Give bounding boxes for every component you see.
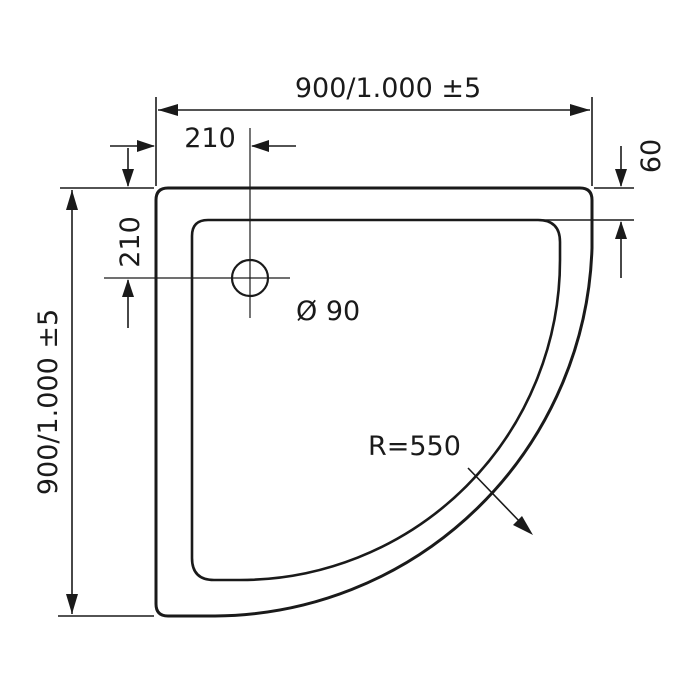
radius-leader-line	[467, 467, 523, 525]
arrow-right-icon	[570, 104, 590, 116]
arrow-up-icon	[615, 221, 627, 239]
arrow-up-icon	[122, 279, 134, 297]
drain-offset-y-dimension: 210	[60, 148, 154, 328]
rim-width-dimension: 60	[540, 139, 667, 278]
arrow-diagonal-icon	[513, 516, 533, 535]
width-dimension: 900/1.000 ±5	[155, 73, 593, 186]
arrow-up-icon	[66, 190, 78, 210]
arrow-right-icon	[137, 140, 155, 152]
tray-inner-basin	[190, 218, 562, 582]
radius-label: R=550	[368, 431, 461, 462]
height-dimension: 900/1.000 ±5	[33, 190, 154, 617]
tray-outer-outline	[154, 186, 594, 618]
width-label: 900/1.000 ±5	[295, 73, 481, 104]
drain-offset-x-dimension: 210	[110, 123, 296, 154]
arrow-down-icon	[66, 594, 78, 614]
arrow-left-icon	[251, 140, 269, 152]
height-label: 900/1.000 ±5	[33, 309, 64, 495]
arrow-down-icon	[122, 169, 134, 187]
arrow-left-icon	[158, 104, 178, 116]
rim-width-label: 60	[636, 139, 667, 173]
drain	[104, 128, 290, 318]
drain-diameter-label: Ø 90	[296, 296, 360, 327]
drain-offset-x-label: 210	[184, 123, 236, 154]
drain-offset-y-label: 210	[115, 216, 146, 268]
radius-callout: R=550	[368, 431, 533, 535]
arrow-down-icon	[615, 169, 627, 187]
